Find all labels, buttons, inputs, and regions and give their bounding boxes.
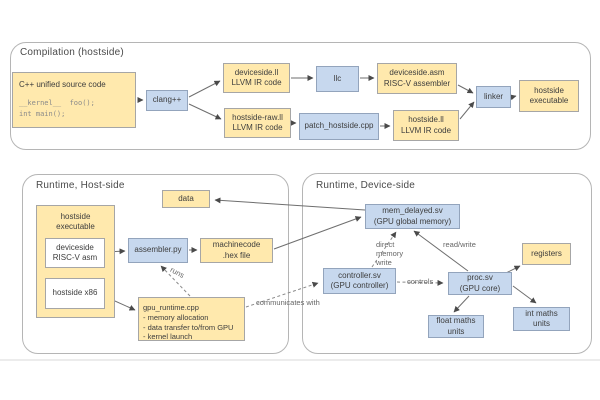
node-patch-hostside: patch_hostside.cpp bbox=[299, 113, 379, 140]
node-llc: llc bbox=[316, 66, 359, 92]
node-clang: clang++ bbox=[146, 90, 188, 111]
node-mem-delayed: mem_delayed.sv (GPU global memory) bbox=[365, 204, 460, 229]
node-data: data bbox=[162, 190, 210, 208]
node-machinecode-hex: machinecode .hex file bbox=[200, 238, 273, 263]
cpp-source-code: __kernel__ foo(); int main(); bbox=[19, 99, 95, 118]
runtime-device-title: Runtime, Device-side bbox=[316, 180, 416, 191]
node-linker: linker bbox=[476, 86, 511, 108]
edge-label-read-write: read/write bbox=[443, 240, 476, 249]
node-cpp-source: C++ unified source code __kernel__ foo()… bbox=[12, 72, 136, 128]
node-controller: controller.sv (GPU controller) bbox=[323, 268, 396, 294]
compilation-title: Compilation (hostside) bbox=[20, 47, 124, 58]
node-deviceside-riscv-asm: deviceside RISC-V asm bbox=[45, 238, 105, 268]
node-proc: proc.sv (GPU core) bbox=[448, 272, 512, 295]
cpp-source-title: C++ unified source code bbox=[19, 80, 106, 89]
node-hostside-raw-ll: hostside-raw.ll LLVM IR code bbox=[224, 108, 291, 138]
node-hostside-ll: hostside.ll LLVM IR code bbox=[393, 110, 459, 141]
node-hostside-x86: hostside x86 bbox=[45, 278, 105, 309]
page-edge-divider bbox=[0, 359, 600, 361]
runtime-host-title: Runtime, Host-side bbox=[36, 180, 125, 191]
node-int-maths: int maths units bbox=[513, 307, 570, 331]
node-deviceside-ll: deviceside.ll LLVM IR code bbox=[223, 63, 290, 93]
node-float-maths: float maths units bbox=[428, 315, 484, 338]
edge-label-direct-memory-write: direct memory write bbox=[376, 240, 404, 267]
node-registers: registers bbox=[522, 243, 571, 265]
edge-label-controls: controls bbox=[407, 277, 434, 286]
node-hostside-executable-compile: hostside executable bbox=[519, 80, 579, 112]
node-deviceside-asm: deviceside.asm RISC-V assembler bbox=[377, 63, 457, 94]
edge-label-communicates-with: communicates with bbox=[256, 298, 320, 307]
node-gpu-runtime: gpu_runtime.cpp - memory allocation - da… bbox=[138, 297, 245, 341]
node-assembler-py: assembler.py bbox=[128, 238, 188, 263]
